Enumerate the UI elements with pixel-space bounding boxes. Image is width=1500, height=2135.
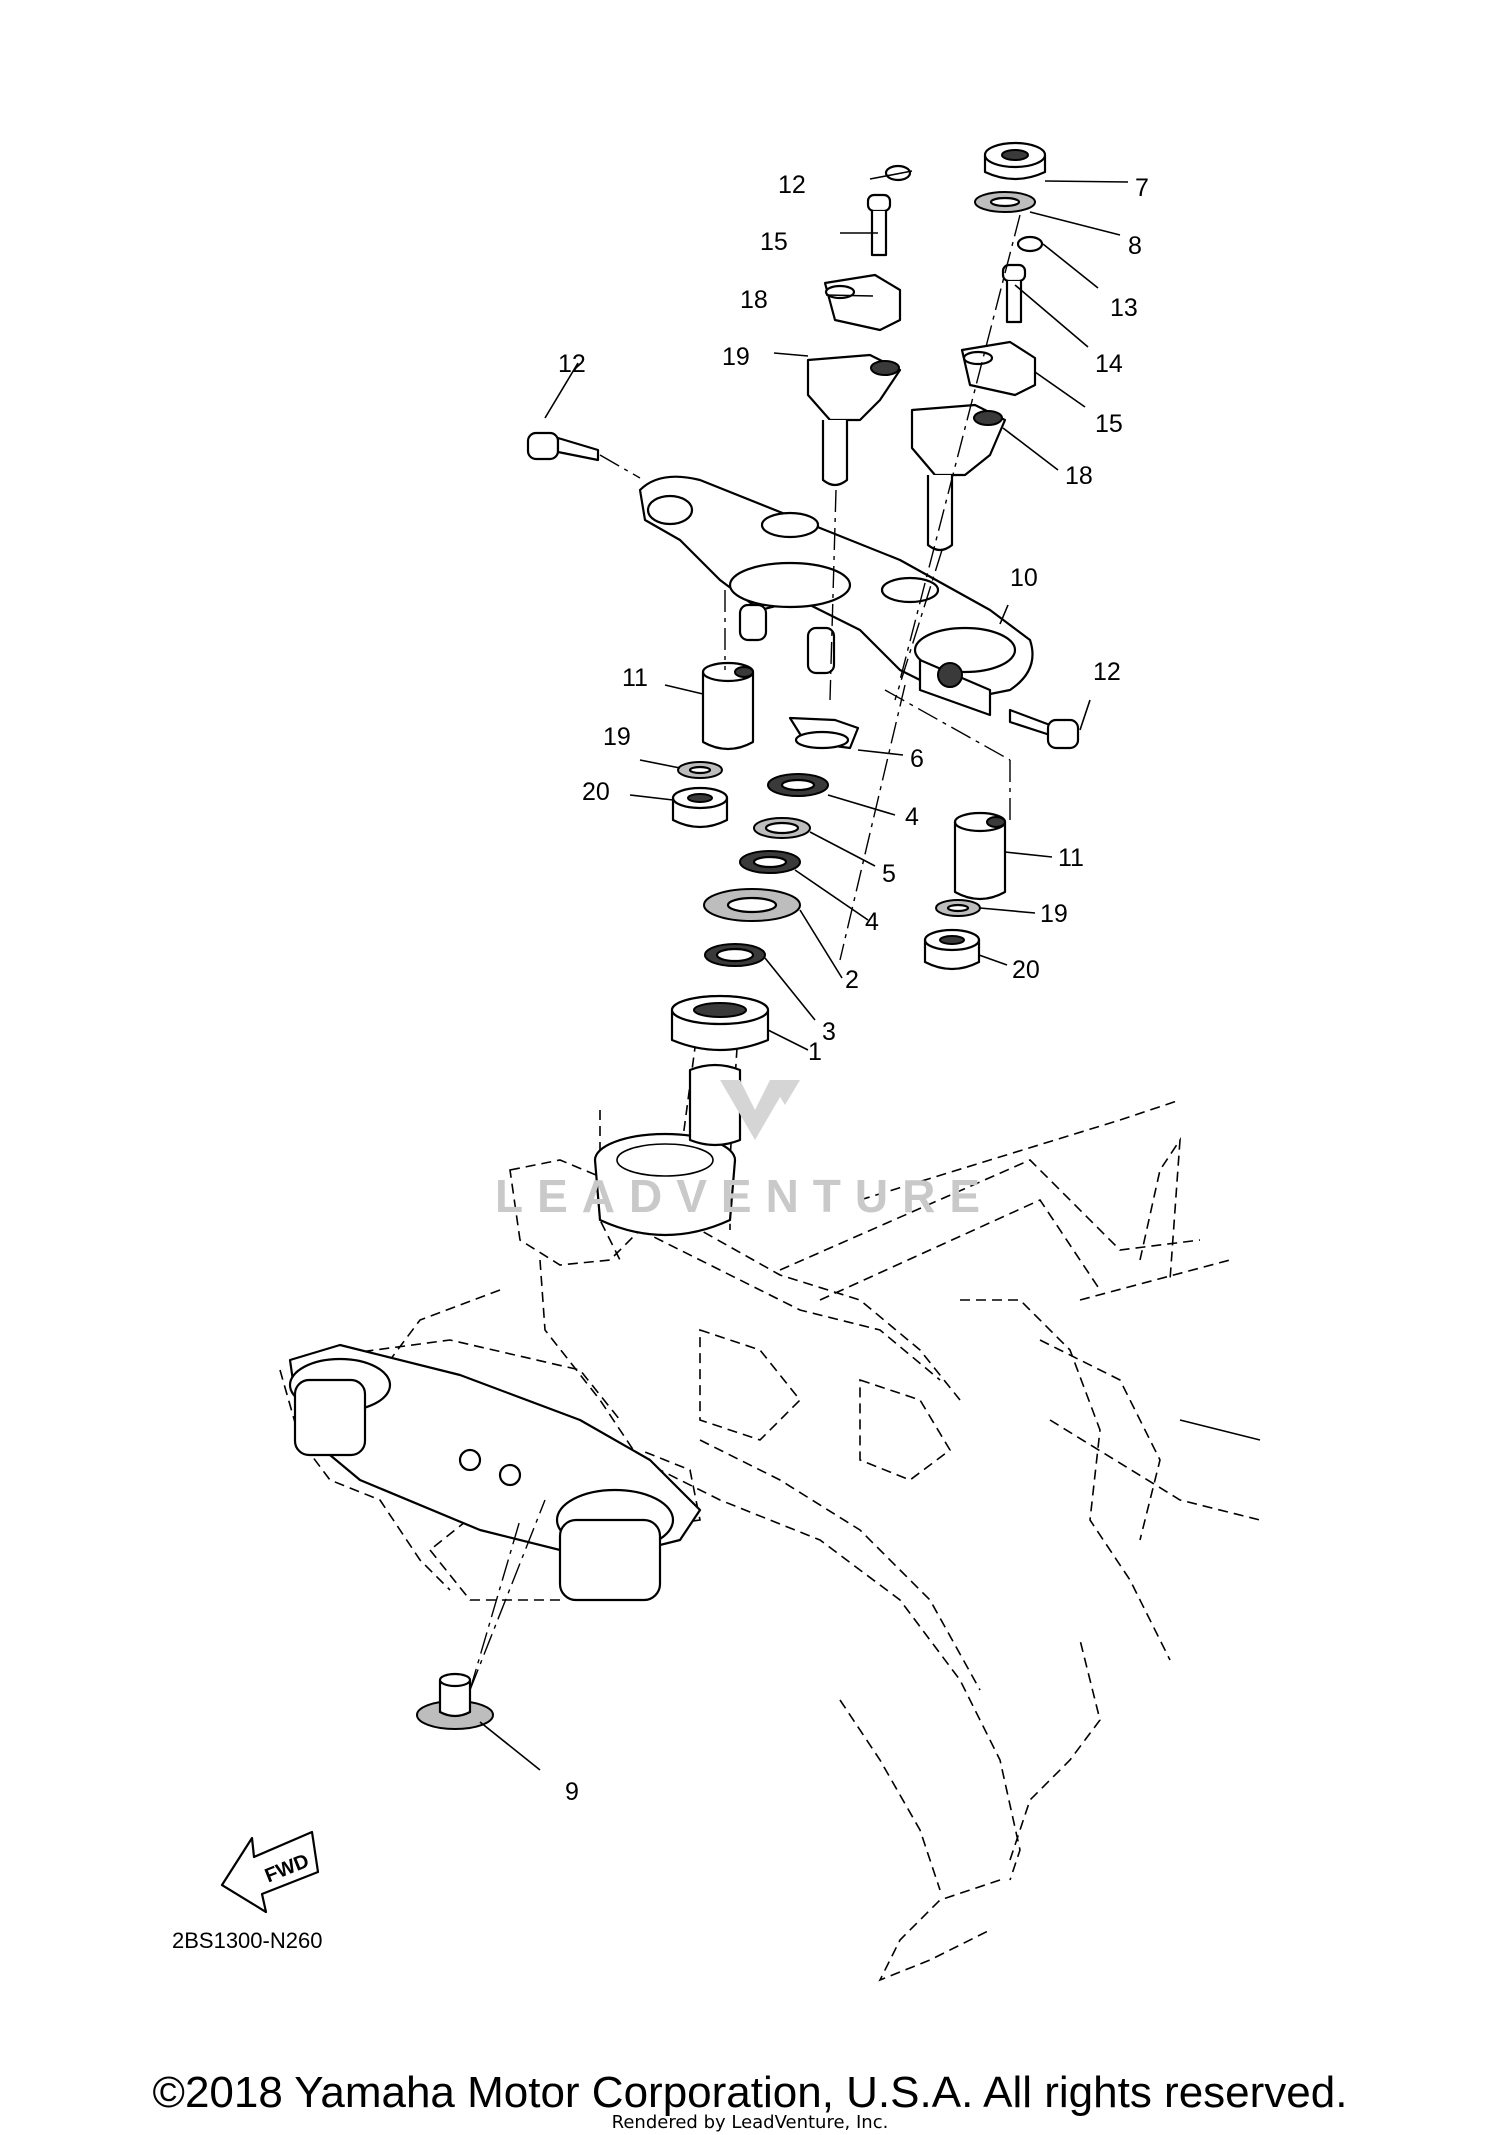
part-19-washer-right	[935, 899, 981, 917]
part-20-nut-left	[671, 786, 729, 829]
part-9-cap-bolt	[416, 1672, 494, 1730]
callout-16: 13	[1110, 294, 1138, 322]
callout-15: 14	[1095, 350, 1123, 378]
callout-labels: 12 15 18 19 12 7 8 13 14 15 18 10 12 11 …	[558, 171, 1149, 1806]
part-10-upper-bracket	[638, 475, 1034, 717]
part-12-bolt-left	[526, 431, 600, 462]
callout-5: 5	[882, 860, 896, 888]
callout-7: 7	[1135, 174, 1149, 202]
callout-12: 12	[1093, 658, 1121, 686]
lower-bracket	[288, 1343, 702, 1602]
part-11-bushing-left	[701, 661, 755, 751]
callout-12: 12	[558, 350, 586, 378]
callout-8: 8	[1128, 232, 1142, 260]
part-4-ring-nut-upper	[767, 773, 829, 797]
callout-10: 10	[1010, 564, 1038, 592]
part-2-washer	[703, 888, 801, 922]
diagram-code: 2BS1300-N260	[172, 1928, 322, 1953]
callout-19: 19	[1040, 900, 1068, 928]
part-15-bolt-left	[866, 193, 892, 257]
part-15-bolt-right	[1001, 263, 1027, 324]
part-16-cap-right	[1016, 235, 1044, 253]
callout-1: 1	[808, 1038, 822, 1066]
rendered-by-note: Rendered by LeadVenture, Inc.	[611, 2112, 889, 2133]
part-7-steering-nut	[983, 141, 1047, 181]
part-17-holder-lower-right	[910, 403, 1007, 552]
callout-14: 18	[740, 286, 768, 314]
part-13-holder-upper-right	[960, 340, 1037, 397]
callout-20: 20	[582, 778, 610, 806]
assembly-axes	[469, 214, 1021, 1691]
callout-18: 19	[722, 343, 750, 371]
callout-17: 18	[1065, 462, 1093, 490]
steering-head	[593, 1132, 737, 1237]
part-11-bushing-right	[953, 811, 1007, 901]
callout-15: 15	[760, 228, 788, 256]
watermark-text: LEADVENTURE	[495, 1170, 994, 1222]
leader-lines	[479, 170, 1129, 1771]
part-18-holder-lower-left	[806, 353, 902, 487]
callout-3: 3	[822, 1018, 836, 1046]
part-6-tab-washer	[788, 716, 860, 750]
part-4-ring-nut-lower	[739, 850, 801, 874]
callout-4: 4	[905, 803, 919, 831]
part-5-lock-washer	[753, 817, 811, 839]
callout-20: 20	[1012, 956, 1040, 984]
part-12-bolt-right	[1008, 708, 1080, 750]
callout-11: 11	[622, 664, 648, 692]
callout-9: 9	[565, 1778, 579, 1806]
fwd-arrow: FWD	[220, 1830, 320, 1914]
callout-4: 4	[865, 908, 879, 936]
callout-16: 12	[778, 171, 806, 199]
callout-13: 15	[1095, 410, 1123, 438]
part-14-holder-upper-left	[823, 273, 902, 332]
leadventure-watermark: LEADVENTURE	[495, 1080, 994, 1222]
part-20-nut-right	[923, 928, 981, 971]
callout-11: 11	[1058, 844, 1084, 872]
part-19-washer-left	[677, 761, 723, 779]
callout-6: 6	[910, 745, 924, 773]
callout-19: 19	[603, 723, 631, 751]
part-3-seal	[704, 943, 766, 967]
callout-2: 2	[845, 966, 859, 994]
copyright-notice: ©2018 Yamaha Motor Corporation, U.S.A. A…	[152, 2068, 1348, 2117]
part-8-washer	[974, 191, 1036, 213]
